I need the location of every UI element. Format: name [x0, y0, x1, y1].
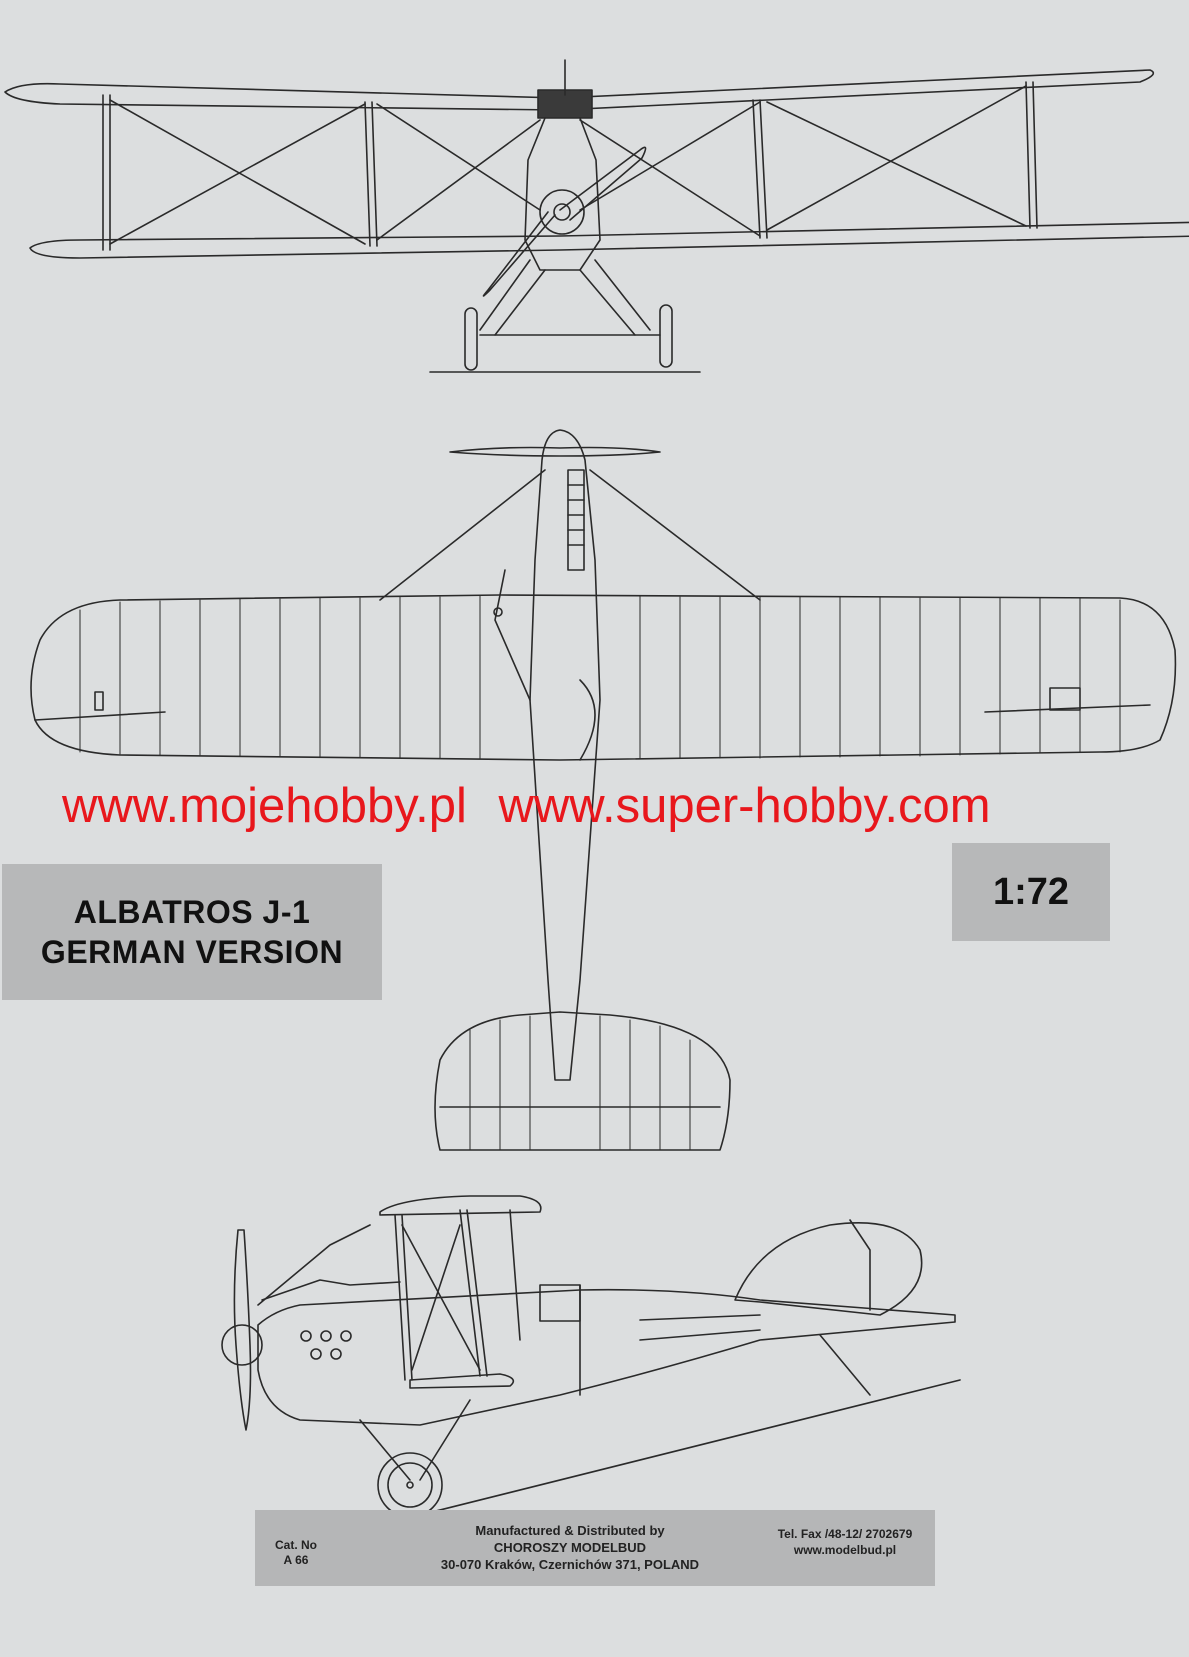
- catalog-label: Cat. No: [275, 1538, 317, 1552]
- manufacturer-line-3: 30-070 Kraków, Czernichów 371, POLAND: [440, 1557, 700, 1572]
- title-label-box: ALBATROS J-1 GERMAN VERSION: [2, 864, 382, 1000]
- contact-website: www.modelbud.pl: [793, 1543, 897, 1557]
- title-line-2: GERMAN VERSION: [40, 934, 344, 970]
- scale-label-box: 1:72: [952, 843, 1110, 941]
- manufacturer-footer: Cat. No A 66 Manufactured & Distributed …: [255, 1510, 935, 1586]
- contact-phone: Tel. Fax /48-12/ 2702679: [777, 1527, 913, 1541]
- manufacturer-line-2: CHOROSZY MODELBUD: [493, 1540, 647, 1555]
- watermark-site-1: www.mojehobby.pl: [62, 779, 467, 833]
- watermark-site-2: www.super-hobby.com: [498, 779, 991, 833]
- manufacturer-info: Manufactured & Distributed by CHOROSZY M…: [425, 1522, 715, 1573]
- top-view-drawing: [30, 429, 1177, 1151]
- watermark-text: www.mojehobby.pl www.super-hobby.com: [62, 776, 1172, 836]
- catalog-value: A 66: [283, 1553, 309, 1567]
- front-view-drawing: [4, 59, 1189, 373]
- catalog-number: Cat. No A 66: [275, 1538, 317, 1568]
- scale-text: 1:72: [992, 870, 1070, 913]
- side-view-drawing: [221, 1195, 961, 1531]
- title-line-1: ALBATROS J-1: [73, 894, 311, 930]
- manufacturer-line-1: Manufactured & Distributed by: [475, 1523, 665, 1538]
- contact-info: Tel. Fax /48-12/ 2702679 www.modelbud.pl: [760, 1526, 930, 1558]
